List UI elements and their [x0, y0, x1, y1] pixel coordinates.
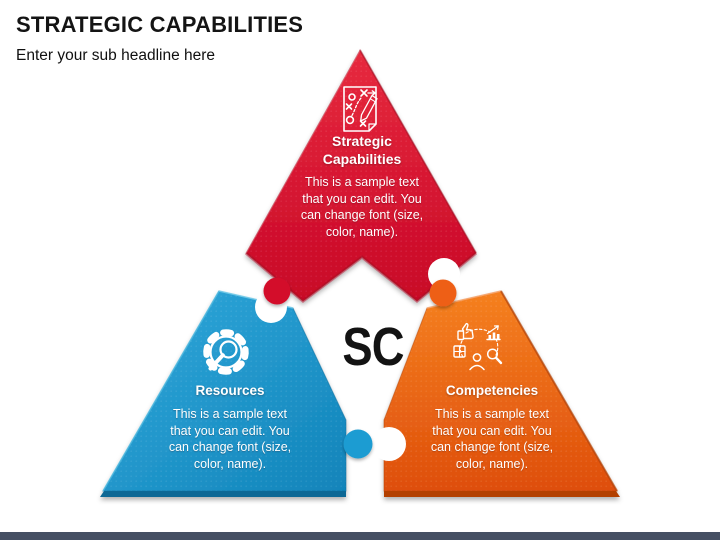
gear-magnifier-icon — [203, 329, 249, 375]
strategy-plan-icon — [343, 86, 378, 132]
desc-line: can change font (size, — [168, 440, 292, 455]
desc-line: This is a sample text — [173, 406, 287, 421]
desc-line: that you can edit. You — [302, 191, 422, 206]
desc-line: can change font (size, — [300, 208, 424, 223]
center-abbreviation-label: SC — [342, 317, 404, 377]
puzzle-piece-resources[interactable] — [100, 290, 347, 497]
desc-line: can change font (size, — [430, 440, 554, 455]
slide-subtitle[interactable]: Enter your sub headline here — [16, 47, 216, 64]
piece-label-resources[interactable]: Resources — [195, 383, 265, 398]
knob-red — [263, 277, 291, 305]
desc-line: color, name). — [455, 456, 529, 471]
piece-text-block-competencies[interactable]: Competencies This is a sample text that … — [417, 383, 567, 472]
desc-line: color, name). — [193, 456, 267, 471]
knob-orange — [429, 279, 457, 307]
piece-text-block-strategic[interactable]: Strategic Capabilities This is a sample … — [287, 133, 437, 241]
desc-line: This is a sample text — [305, 175, 419, 189]
slide-title[interactable]: STRATEGIC CAPABILITIES — [16, 12, 304, 37]
piece-text-block-resources[interactable]: Resources This is a sample text that you… — [155, 383, 305, 472]
puzzle-piece-competencies[interactable] — [383, 290, 620, 497]
piece-description-competencies[interactable]: This is a sample text that you can edit.… — [417, 406, 567, 473]
footer-accent-bar — [0, 532, 720, 540]
knob-blue — [343, 429, 373, 459]
socket-cutout-orange — [372, 427, 406, 461]
desc-line: that you can edit. You — [432, 423, 552, 438]
desc-line: that you can edit. You — [170, 423, 290, 438]
piece-label-competencies[interactable]: Competencies — [445, 383, 539, 398]
piece-description-strategic[interactable]: This is a sample text that you can edit.… — [287, 174, 437, 241]
blue-bottom-bevel — [100, 491, 346, 497]
piece-label-strategic[interactable]: Strategic Capabilities — [322, 133, 402, 167]
orange-bottom-bevel — [384, 491, 620, 497]
desc-line: color, name). — [325, 224, 399, 239]
desc-line: This is a sample text — [435, 406, 549, 421]
skills-cluster-icon — [453, 322, 503, 371]
piece-description-resources[interactable]: This is a sample text that you can edit.… — [155, 406, 305, 473]
